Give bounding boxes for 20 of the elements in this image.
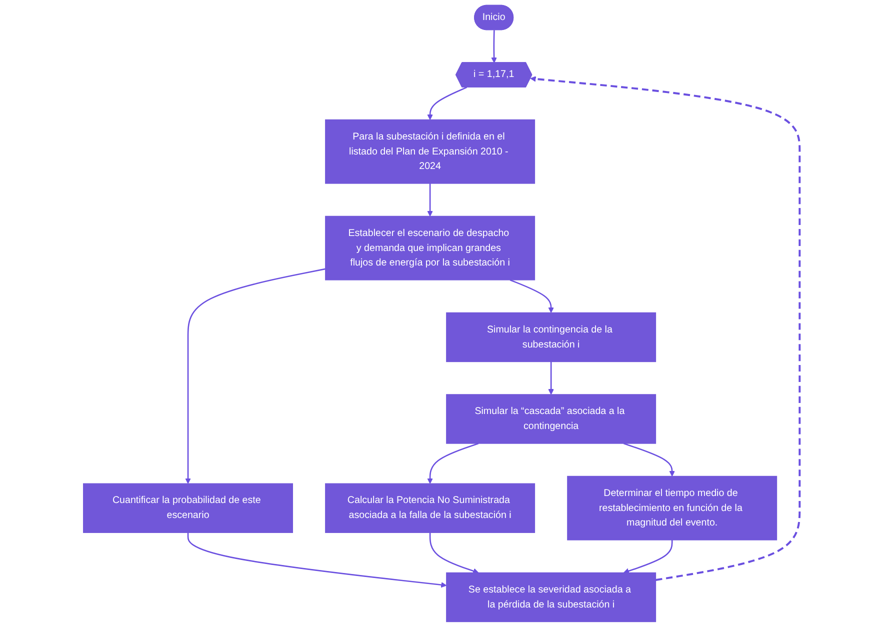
arrow	[491, 30, 497, 64]
node-box: Determinar el tiempo medio de restablecimiento en función de la magnitud del evento.	[567, 476, 778, 540]
arrow	[427, 86, 468, 120]
node-box: Para la subestación i definida en el listado del Plan de Expansión 2010 - 2024	[325, 119, 536, 184]
node-box: Simular la contingencia de la subestación i	[446, 312, 656, 362]
arrow	[187, 532, 447, 588]
arrow	[427, 184, 433, 216]
node-box: Establecer el escenario de despacho y demanda que implican grandes flujos de energía por la subestación i	[325, 216, 536, 280]
arrow	[510, 279, 554, 313]
node-box: Se establece la severidad asociada a la pérdida de la subestación i	[446, 572, 656, 622]
node-box: Calcular la Potencia No Suministrada asociada a la falla de la subestación i	[325, 483, 536, 533]
node-box: Simular la “cascada” asociada a la contingencia	[446, 394, 656, 444]
arrow	[429, 532, 479, 574]
arrow	[623, 442, 675, 476]
arrow	[530, 76, 801, 581]
node-box: Cuantificar la probabilidad de este escenario	[83, 483, 293, 533]
arrow	[623, 540, 673, 574]
arrow	[427, 442, 479, 484]
arrow	[548, 362, 554, 395]
arrow	[185, 268, 326, 484]
